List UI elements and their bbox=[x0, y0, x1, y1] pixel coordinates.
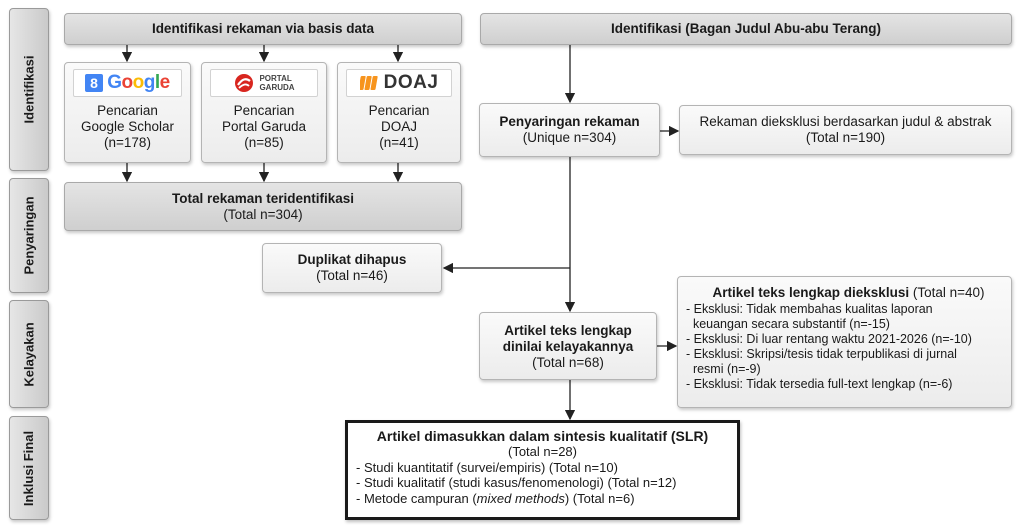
included-item3-pre: - Metode campuran ( bbox=[356, 490, 477, 506]
source-doaj: DOAJ Pencarian DOAJ (n=41) bbox=[337, 62, 461, 163]
excluded-records-box: Rekaman dieksklusi berdasarkan judul & a… bbox=[679, 105, 1012, 155]
stage-identification: Identifikasi bbox=[9, 8, 49, 171]
screening-box: Penyaringan rekaman (Unique n=304) bbox=[479, 103, 660, 157]
stage-screening: Penyaringan bbox=[9, 178, 49, 293]
stage-eligibility: Kelayakan bbox=[9, 300, 49, 408]
garuda-logo: PORTAL GARUDA bbox=[210, 69, 318, 97]
fulltext-assessed-line2: dinilai kelayakannya bbox=[502, 339, 634, 354]
source-line1: Pencarian bbox=[233, 103, 295, 118]
fulltext-assessed-line1: Artikel teks lengkap bbox=[504, 323, 632, 338]
fulltext-excluded-count: (Total n=40) bbox=[912, 285, 985, 300]
exclusion-item: - Eksklusi: Skripsi/tesis tidak terpubli… bbox=[686, 347, 957, 361]
source-line1: Pencarian bbox=[368, 103, 430, 118]
doaj-logo-text: DOAJ bbox=[383, 72, 439, 93]
excluded-records-count: (Total n=190) bbox=[805, 130, 886, 145]
total-identified-count: (Total n=304) bbox=[223, 206, 303, 222]
source-google-scholar: 8 Google Pencarian Google Scholar (n=178… bbox=[64, 62, 191, 163]
source-count: (n=85) bbox=[244, 135, 284, 150]
google-logo: 8 Google bbox=[73, 69, 182, 97]
duplicates-box: Duplikat dihapus (Total n=46) bbox=[262, 243, 442, 293]
stage-inclusion: Inklusi Final bbox=[9, 416, 49, 520]
garuda-logo-bottom: GARUDA bbox=[259, 83, 295, 92]
fulltext-assessed-count: (Total n=68) bbox=[532, 355, 604, 370]
source-line2: Google Scholar bbox=[80, 119, 175, 134]
source-count: (n=178) bbox=[104, 135, 151, 150]
duplicates-title: Duplikat dihapus bbox=[297, 252, 407, 267]
total-identified-title: Total rekaman teridentifikasi bbox=[171, 190, 355, 206]
google-scholar-icon: 8 bbox=[85, 74, 104, 92]
exclusion-item: - Eksklusi: Di luar rentang waktu 2021-2… bbox=[686, 332, 972, 346]
right-header: Identifikasi (Bagan Judul Abu-abu Terang… bbox=[480, 13, 1012, 45]
left-header: Identifikasi rekaman via basis data bbox=[64, 13, 462, 45]
fulltext-excluded-box: Artikel teks lengkap dieksklusi (Total n… bbox=[677, 276, 1012, 408]
included-title: Artikel dimasukkan dalam sintesis kualit… bbox=[376, 428, 709, 444]
exclusion-item: keuangan secara substantif (n=-15) bbox=[686, 317, 890, 331]
fulltext-excluded-title: Artikel teks lengkap dieksklusi bbox=[712, 285, 910, 300]
included-item: - Studi kuantitatif (survei/empiris) (To… bbox=[356, 459, 618, 475]
left-header-text: Identifikasi rekaman via basis data bbox=[151, 21, 375, 36]
exclusion-item: - Eksklusi: Tidak membahas kualitas lapo… bbox=[686, 302, 933, 316]
exclusion-item: resmi (n=-9) bbox=[686, 362, 761, 376]
included-item-mixed: - Metode campuran (mixed methods) (Total… bbox=[356, 491, 729, 507]
doaj-icon bbox=[359, 76, 378, 90]
excluded-records-reason: Rekaman dieksklusi berdasarkan judul & a… bbox=[699, 114, 992, 129]
exclusion-item: - Eksklusi: Tidak tersedia full-text len… bbox=[686, 377, 953, 391]
screening-count: (Unique n=304) bbox=[522, 130, 617, 145]
source-line2: Portal Garuda bbox=[221, 119, 307, 134]
right-header-text: Identifikasi (Bagan Judul Abu-abu Terang… bbox=[610, 21, 881, 36]
included-item3-post: ) (Total n=6) bbox=[564, 490, 635, 506]
garuda-logo-top: PORTAL bbox=[259, 74, 292, 83]
source-portal-garuda: PORTAL GARUDA Pencarian Portal Garuda (n… bbox=[201, 62, 327, 163]
source-line2: DOAJ bbox=[380, 119, 417, 134]
total-identified-box: Total rekaman teridentifikasi (Total n=3… bbox=[64, 182, 462, 231]
doaj-logo: DOAJ bbox=[346, 69, 452, 97]
source-line1: Pencarian bbox=[97, 103, 158, 118]
included-box: Artikel dimasukkan dalam sintesis kualit… bbox=[345, 420, 740, 520]
duplicates-count: (Total n=46) bbox=[316, 268, 388, 283]
included-count: (Total n=28) bbox=[507, 444, 577, 459]
source-count: (n=41) bbox=[379, 135, 419, 150]
fulltext-assessed-box: Artikel teks lengkap dinilai kelayakanny… bbox=[479, 312, 657, 380]
fulltext-excluded-header: Artikel teks lengkap dieksklusi (Total n… bbox=[686, 284, 1011, 301]
svg-text:8: 8 bbox=[90, 75, 98, 91]
garuda-icon bbox=[235, 74, 254, 92]
included-item3-em: mixed methods bbox=[476, 490, 565, 506]
included-item: - Studi kualitatif (studi kasus/fenomeno… bbox=[356, 475, 677, 490]
screening-title: Penyaringan rekaman bbox=[499, 114, 640, 129]
